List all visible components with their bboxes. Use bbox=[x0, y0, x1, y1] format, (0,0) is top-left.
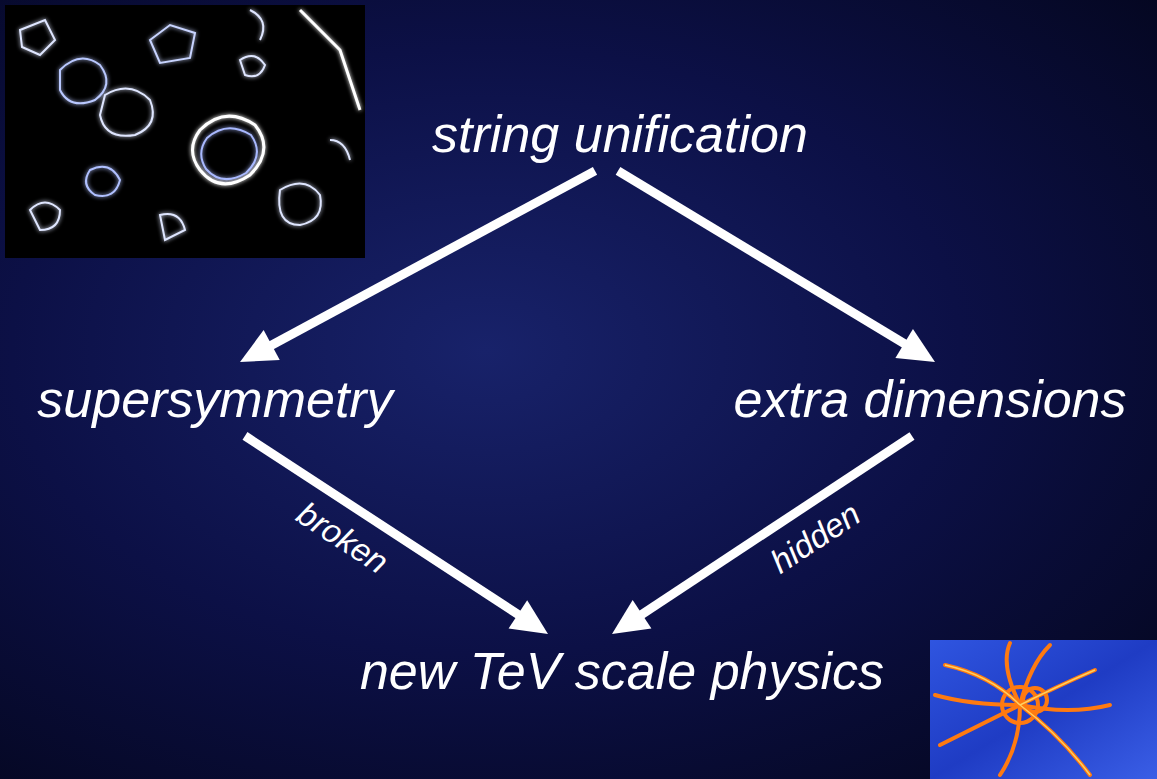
arrow-head bbox=[509, 600, 548, 634]
concept-text: string unification bbox=[432, 105, 808, 165]
concept-text: supersymmetry bbox=[37, 370, 392, 430]
arrow-connector bbox=[245, 436, 548, 634]
arrow-head bbox=[895, 329, 935, 362]
edge-label: broken bbox=[290, 495, 394, 581]
arrow-connector bbox=[612, 436, 912, 634]
arrow-line bbox=[245, 436, 521, 617]
string-loops-image bbox=[5, 5, 365, 258]
edge-label: hidden bbox=[764, 496, 867, 581]
arrow-connector bbox=[618, 171, 935, 362]
concept-node: supersymmetry bbox=[37, 370, 392, 430]
arrow-head bbox=[240, 330, 280, 362]
arrow-head bbox=[612, 600, 651, 634]
arrow-line bbox=[268, 171, 595, 347]
concept-text: new TeV scale physics bbox=[360, 642, 884, 702]
arrow-line bbox=[618, 171, 908, 346]
concept-text: extra dimensions bbox=[733, 370, 1126, 430]
concept-node: string unification bbox=[432, 105, 808, 165]
arrow-connector bbox=[240, 171, 595, 362]
concept-node: extra dimensions bbox=[733, 370, 1126, 430]
concept-node: new TeV scale physics bbox=[360, 642, 884, 702]
arrow-line bbox=[639, 436, 912, 617]
collision-event-image bbox=[930, 640, 1157, 779]
